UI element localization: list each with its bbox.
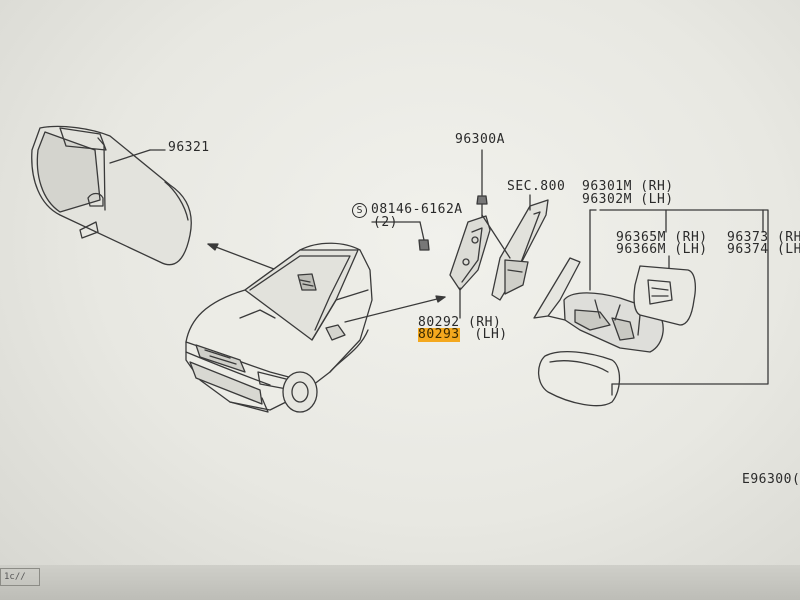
corner-cover-80292: [449, 215, 491, 319]
label-96321: 96321: [168, 140, 210, 155]
screw-08146: [371, 221, 430, 251]
label-96365m: 96365M (RH): [616, 230, 708, 245]
label-96300a: 96300A: [455, 132, 505, 147]
label-80292: 80292 (RH): [418, 315, 502, 330]
label-96373: 96373 (RH: [727, 230, 800, 245]
rearview-mirror: [31, 125, 192, 266]
diagram-code: E96300(: [742, 472, 800, 487]
label-80293-highlighted[interactable]: 80293: [418, 327, 460, 342]
screw-symbol: S: [352, 203, 367, 218]
corner-tag: 1c//: [0, 568, 40, 586]
mirror-housing-cap: [537, 351, 621, 407]
label-96302m: 96302M (LH): [582, 192, 674, 207]
door-corner-panel: [491, 194, 549, 301]
bolt-96300a: [476, 149, 488, 219]
label-80293-side: (LH): [466, 327, 508, 342]
label-96366m: 96366M (LH): [616, 242, 708, 257]
label-08146-6162a: 08146-6162A: [371, 202, 463, 217]
label-sec-800: SEC.800: [507, 179, 566, 194]
screen-bezel: [0, 565, 800, 600]
car-illustration: [185, 242, 373, 413]
label-96374: 96374 (LH: [727, 242, 800, 257]
label-bolt-quantity: (2): [373, 215, 398, 230]
mirror-glass: [633, 255, 696, 326]
label-96301m: 96301M (RH): [582, 179, 674, 194]
